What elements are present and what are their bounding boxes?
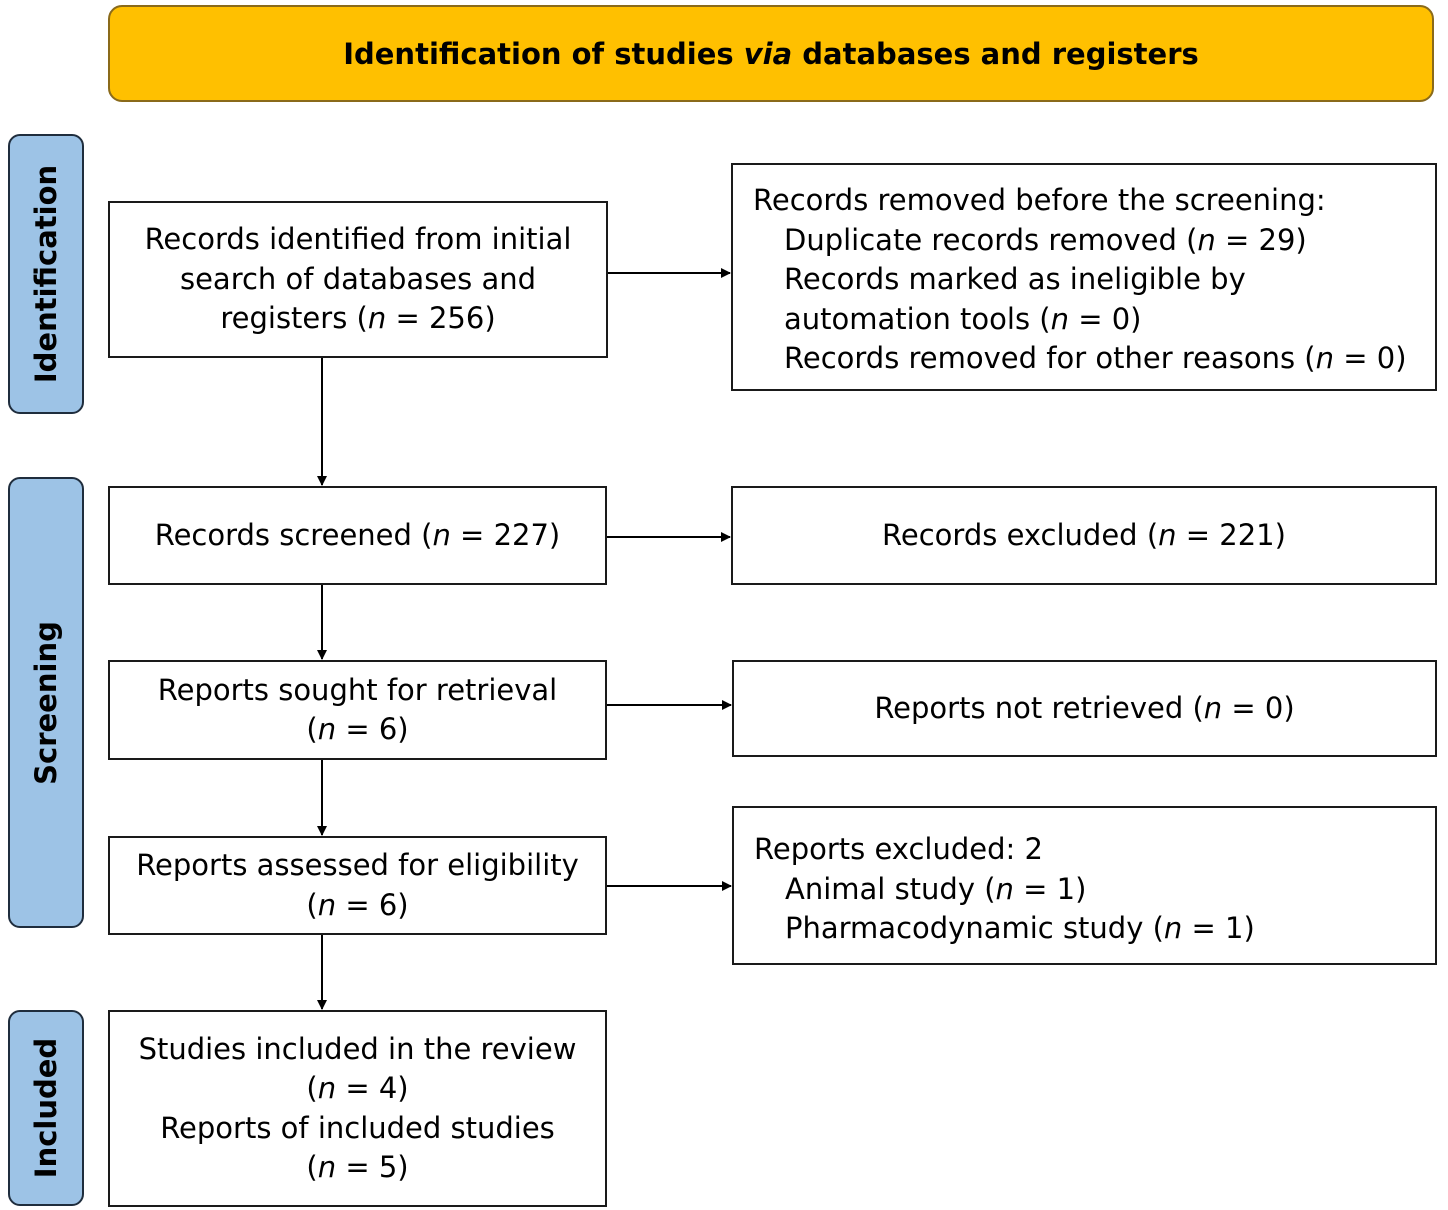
not-retrieved-text: Reports not retrieved (n = 0): [874, 690, 1295, 725]
box-reports-sought: Reports sought for retrieval (n = 6): [108, 660, 607, 760]
box-records-identified: Records identified from initial search o…: [108, 201, 608, 358]
excluded-text: Records excluded (n = 221): [882, 517, 1286, 552]
phase-included: Included: [8, 1010, 84, 1206]
included-line1: Studies included in the review: [138, 1031, 577, 1066]
removed-automation-line2: automation tools (n = 0): [784, 301, 1142, 336]
title-post: databases and registers: [802, 36, 1199, 71]
removed-duplicates: Duplicate records removed (n = 29): [784, 222, 1307, 257]
phase-screening: Screening: [8, 477, 84, 928]
box-records-removed: Records removed before the screening: Du…: [731, 163, 1437, 391]
included-studies-count: (n = 4): [306, 1071, 409, 1105]
box-records-screened: Records screened (n = 227): [108, 486, 607, 585]
sought-line2: (n = 6): [306, 712, 409, 746]
removed-automation-line1: Records marked as ineligible by: [784, 262, 1246, 296]
screened-text: Records screened (n = 227): [154, 517, 561, 552]
assessed-line1: Reports assessed for eligibility: [136, 848, 579, 882]
identified-line3: registers (n = 256): [220, 301, 496, 336]
box-reports-assessed: Reports assessed for eligibility (n = 6): [108, 836, 607, 935]
reports-excluded-title: Reports excluded: 2: [754, 832, 1043, 866]
identified-line2: search of databases and: [179, 261, 537, 296]
reports-excluded-pharmacodynamic: Pharmacodynamic study (n = 1): [785, 911, 1255, 945]
diagram-title: Identification of studies via databases …: [108, 5, 1434, 102]
box-records-excluded: Records excluded (n = 221): [731, 486, 1437, 585]
phase-identification: Identification: [8, 134, 84, 414]
title-via: via: [743, 36, 793, 71]
included-line3: Reports of included studies: [160, 1110, 555, 1145]
title-pre: Identification of studies: [343, 36, 734, 71]
box-reports-not-retrieved: Reports not retrieved (n = 0): [732, 660, 1437, 757]
assessed-line2: (n = 6): [306, 887, 409, 922]
sought-line1: Reports sought for retrieval: [157, 672, 558, 707]
removed-title: Records removed before the screening:: [753, 183, 1326, 217]
box-studies-included: Studies included in the review (n = 4) R…: [108, 1010, 607, 1207]
removed-other: Records removed for other reasons (n = 0…: [784, 341, 1407, 375]
box-reports-excluded: Reports excluded: 2 Animal study (n = 1)…: [732, 806, 1437, 965]
reports-excluded-animal: Animal study (n = 1): [785, 871, 1087, 906]
identified-line1: Records identified from initial: [144, 222, 572, 257]
included-reports-count: (n = 5): [306, 1150, 409, 1184]
